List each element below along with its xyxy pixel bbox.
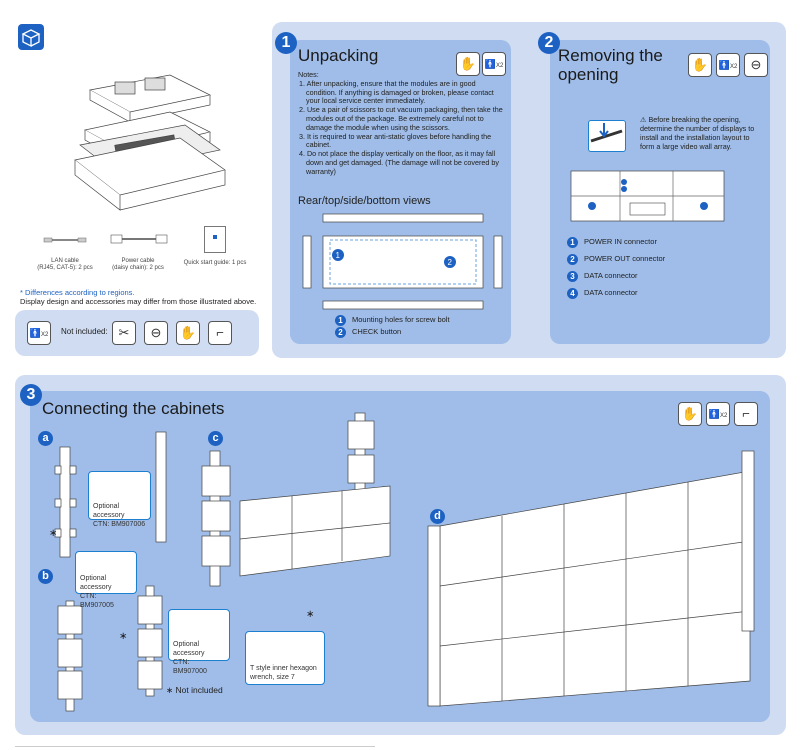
not-included-note: ∗ Not included: [166, 685, 223, 695]
step-a-badge: a: [38, 431, 53, 446]
step-badge-3: 3: [20, 384, 42, 406]
asterisk-mark: ∗: [49, 528, 58, 539]
step-c-badge: c: [208, 431, 223, 446]
region-note: * Differences according to regions.: [20, 288, 135, 297]
power-cable-icon: [110, 234, 168, 244]
step-d-badge: d: [430, 509, 445, 524]
note-item: 3. It is required to wear anti-static gl…: [299, 131, 492, 150]
note-item: 1. After unpacking, ensure that the modu…: [299, 78, 494, 106]
connecting-illustrations: [54, 412, 755, 712]
scissors-icon: ✂: [112, 321, 136, 345]
asterisk-mark: ∗: [306, 609, 315, 620]
quick-start-guide-label: Quick start guide: 1 pcs: [183, 260, 247, 266]
note-item: 4. Do not place the display vertically o…: [299, 149, 499, 176]
note-item: 2. Use a pair of scissors to cut vacuum …: [299, 105, 503, 132]
power-cable-name: Power cable: [121, 258, 155, 264]
package-icon: [18, 24, 44, 50]
section-unpacking: Unpacking ✋ 🚹X2 Notes: 1. After unpackin…: [290, 40, 511, 344]
lan-cable-qty: (RJ45, CAT-5): 2 pcs: [37, 265, 93, 271]
lan-cable-name: LAN cable: [51, 258, 79, 264]
not-included-label: Not included:: [61, 327, 108, 336]
svg-text:2: 2: [448, 258, 453, 267]
warning-text: ⚠ Before breaking the opening, determine…: [640, 115, 755, 151]
gloves-icon: ✋: [176, 321, 200, 345]
section-title: Connecting the cabinets: [42, 399, 225, 418]
gloves-icon: ✋: [688, 53, 712, 77]
two-persons-icon: 🚹X2: [706, 402, 730, 426]
asterisk-mark: ∗: [119, 631, 128, 642]
section-connecting-cabinets: Connecting the cabinets ✋ 🚹X2 ⌐ a b c d …: [30, 391, 770, 722]
hex-wrench-icon: ⌐: [734, 402, 758, 426]
notes-heading: Notes:: [298, 70, 319, 79]
step-badge-1: 1: [275, 32, 297, 54]
bottom-rule: [15, 746, 375, 747]
step-b-badge: b: [38, 569, 53, 584]
power-cable-label: Power cable(daisy chain): 2 pcs: [98, 258, 178, 272]
warning-icon: ⚠: [640, 115, 647, 124]
notes: Notes: 1. After unpacking, ensure that t…: [298, 70, 506, 177]
disclaimer: Display design and accessories may diffe…: [20, 297, 257, 306]
svg-text:1: 1: [336, 251, 341, 260]
section-title: Unpacking: [298, 46, 379, 65]
cabinet-views-illustration: 1 2: [302, 213, 503, 310]
opening-detail-icon: [588, 120, 626, 152]
screwdriver-icon: ⊖: [144, 321, 168, 345]
cabinet-rear-illustration: [570, 170, 725, 222]
lan-cable-icon: [43, 237, 87, 243]
quick-start-guide-icon: [204, 226, 226, 253]
package-exploded-illustration: [74, 74, 226, 211]
gloves-icon: ✋: [678, 402, 702, 426]
screwdriver-icon: ⊖: [744, 53, 768, 77]
hex-wrench-icon: ⌐: [208, 321, 232, 345]
two-persons-icon: 🚹X2: [716, 53, 740, 77]
lan-cable-label: LAN cable(RJ45, CAT-5): 2 pcs: [25, 258, 105, 272]
gloves-icon: ✋: [456, 52, 480, 76]
not-included-panel: 🚹X2 Not included: ✂ ⊖ ✋ ⌐: [15, 310, 259, 356]
two-persons-icon: 🚹X2: [27, 321, 51, 345]
two-persons-icon: 🚹X2: [482, 52, 506, 76]
views-title: Rear/top/side/bottom views: [298, 195, 431, 207]
step-badge-2: 2: [538, 32, 560, 54]
power-cable-qty: (daisy chain): 2 pcs: [112, 265, 164, 271]
